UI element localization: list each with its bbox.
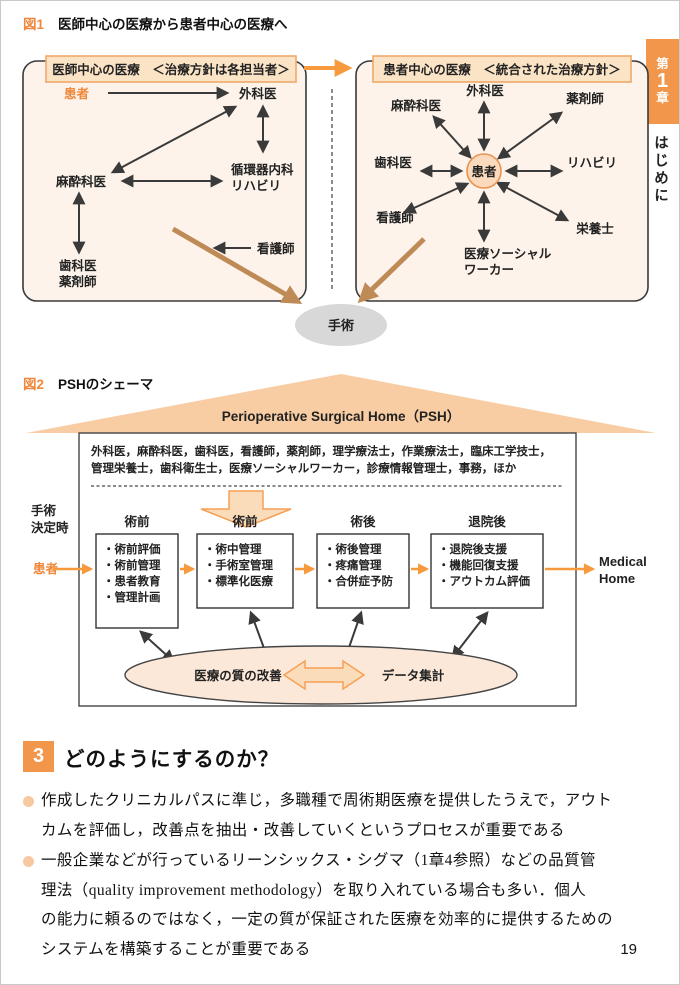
stage1-box: [95, 533, 179, 629]
fig2-diagram: Perioperative Surgical Home（PSH） 外科医，麻酔科…: [26, 374, 656, 707]
right-msw-label-2: ワーカー: [464, 263, 514, 277]
stage2-item: ・標準化医療: [204, 574, 273, 588]
chapter-number: 1: [656, 70, 669, 92]
stage4-header: 退院後: [468, 514, 506, 529]
bullet-text: 一般企業などが行っているリーンシックス・シグマ（1章4参照）などの品質管 理法（…: [41, 846, 613, 964]
right-nutritionist-label: 栄養士: [575, 221, 614, 236]
spoke-top-right: [496, 111, 564, 160]
data-aggregation-label: データ集計: [382, 668, 445, 683]
surgery-ellipse: [295, 304, 387, 346]
stage1-item: ・術前評価: [103, 542, 161, 556]
left-surgeon-label: 外科医: [238, 86, 277, 101]
stage4-box: [430, 533, 544, 609]
bullet-line: 一般企業などが行っているリーンシックス・シグマ（1章4参照）などの品質管: [41, 852, 596, 869]
stage3-item: ・合併症予防: [324, 574, 393, 588]
fig1-title: 医師中心の医療から患者中心の医療へ: [58, 17, 288, 32]
fig1-caption: 図1 医師中心の医療から患者中心の医療へ: [23, 13, 288, 33]
psh-roof: [26, 374, 656, 433]
arrow-surgeon-anesth: [110, 105, 238, 174]
stage4-item: ・アウトカム評価: [438, 574, 530, 588]
timing-label-2: 決定時: [31, 520, 69, 535]
bullet-line: 理法（quality improvement methodology）を取り入れ…: [41, 881, 587, 899]
fat-double-arrow: [282, 659, 366, 691]
stage3-item: ・疼痛管理: [324, 558, 382, 572]
medical-home-label-1: Medical: [599, 554, 647, 569]
section-3-heading: 3 どのようにするのか？: [23, 741, 649, 772]
stage2-item: ・手術室管理: [204, 558, 273, 572]
stage2-item: ・術中管理: [204, 542, 262, 556]
left-cardio-label-1: 循環器内科: [231, 162, 294, 177]
right-dentist-label: 歯科医: [374, 155, 412, 170]
spoke-bottom-left: [402, 182, 470, 214]
right-pharmacist-label: 薬剤師: [565, 91, 604, 106]
medical-home-label-2: Home: [599, 571, 635, 586]
brown-arrow-left: [171, 226, 303, 305]
staff-list-line2: 管理栄養士，歯科衛生士，医療ソーシャルワーカー，診療情報管理士，事務，ほか: [91, 461, 517, 475]
left-cardio-label-2: リハビリ: [231, 178, 281, 193]
fig1-tag: 図1: [23, 17, 45, 32]
right-anesth-label: 麻酔科医: [390, 98, 442, 113]
timing-label-1: 手術: [31, 503, 57, 518]
doctor-centered-header-box: [45, 55, 297, 83]
brown-arrow-right: [357, 237, 426, 304]
spoke-top-left: [432, 115, 472, 159]
chapter-prefix: 第: [656, 56, 669, 71]
chapter-suffix: 章: [656, 91, 669, 105]
right-nurse-label: 看護師: [376, 210, 414, 225]
bullet-line: カムを評価し，改善点を抽出・改善していくというプロセスが重要である: [41, 821, 565, 839]
stage4-item: ・機能回復支援: [438, 558, 519, 572]
patient-centered-header-box: [372, 55, 632, 83]
right-patient-label: 患者: [471, 164, 497, 179]
stage3-item: ・術後管理: [324, 542, 382, 556]
bullet-line: 作成したクリニカルパスに準じ，多職種で周術期医療を提供したうえで，アウト: [41, 792, 613, 809]
left-patient-label: 患者: [64, 86, 90, 101]
page-number: 19: [620, 941, 637, 958]
section-3: 3 どのようにするのか？ 作成したクリニカルパスに準じ，多職種で周術期医療を提供…: [23, 741, 649, 965]
stage2-header: 術前: [231, 514, 258, 529]
right-rehab-label: リハビリ: [567, 155, 617, 170]
surgery-label: 手術: [328, 318, 354, 333]
left-anesth-label: 麻酔科医: [55, 174, 107, 189]
bullet-line: システムを構築することが重要である: [41, 940, 311, 958]
quality-label: 医療の質の改善: [194, 668, 282, 683]
chapter-tab: 第 1 章: [646, 39, 679, 124]
patient-centered-header: 患者中心の医療 ＜統合された治療方針＞: [383, 62, 621, 77]
fig2-tag: 図2: [23, 377, 45, 392]
doctor-centered-header: 医師中心の医療 ＜治療方針は各担当者＞: [52, 62, 290, 77]
section-body: 作成したクリニカルパスに準じ，多職種で周術期医療を提供したうえで，アウト カムを…: [23, 786, 649, 964]
feedback-arrow-4: [451, 610, 489, 660]
patient-circle: [466, 153, 502, 189]
fat-down-arrow: [200, 490, 292, 528]
fig2-title: PSHのシェーマ: [58, 377, 154, 392]
stage1-item: ・術前管理: [103, 558, 161, 572]
bullet-text: 作成したクリニカルパスに準じ，多職種で周術期医療を提供したうえで，アウト カムを…: [41, 786, 612, 845]
bullet-item: 作成したクリニカルパスに準じ，多職種で周術期医療を提供したうえで，アウト カムを…: [23, 786, 649, 845]
bullet-item: 一般企業などが行っているリーンシックス・シグマ（1章4参照）などの品質管 理法（…: [23, 846, 649, 964]
feedback-arrow-1: [139, 630, 175, 663]
spoke-bottom-right: [495, 181, 570, 222]
left-pharmacist-label: 薬剤師: [58, 274, 97, 289]
stage3-box: [316, 533, 410, 609]
staff-list-line1: 外科医，麻酔科医，歯科医，看護師，薬剤師，理学療法士，作業療法士，臨床工学技士，: [90, 444, 551, 458]
left-nurse-label: 看護師: [257, 241, 295, 256]
fig2-caption: 図2 PSHのシェーマ: [23, 373, 153, 393]
section-title: どのようにするのか？: [64, 747, 280, 771]
stage3-header: 術後: [349, 514, 376, 529]
chapter-title: はじめに: [652, 135, 668, 205]
stage1-item: ・患者教育: [103, 574, 161, 588]
fig1-diagram: 医師中心の医療 ＜治療方針は各担当者＞ 患者 外科医 循環器内科 リハビリ 麻酔…: [22, 55, 649, 346]
bullet-icon: [23, 856, 34, 867]
psh-roof-label: Perioperative Surgical Home（PSH）: [222, 409, 461, 424]
stage2-box: [196, 533, 294, 609]
bullet-line: の能力に頼るのではなく，一定の質が保証された医療を効率的に提供するための: [41, 911, 613, 928]
right-surgeon-label: 外科医: [465, 83, 504, 98]
stage1-item: ・管理計画: [103, 590, 161, 604]
fig2-patient-label: 患者: [33, 561, 59, 576]
stage4-item: ・退院後支援: [438, 542, 507, 556]
left-dentist-label: 歯科医: [59, 258, 97, 273]
right-msw-label-1: 医療ソーシャル: [464, 246, 552, 261]
section-number-badge: 3: [23, 741, 54, 772]
stage1-header: 術前: [123, 514, 150, 529]
bullet-icon: [23, 796, 34, 807]
